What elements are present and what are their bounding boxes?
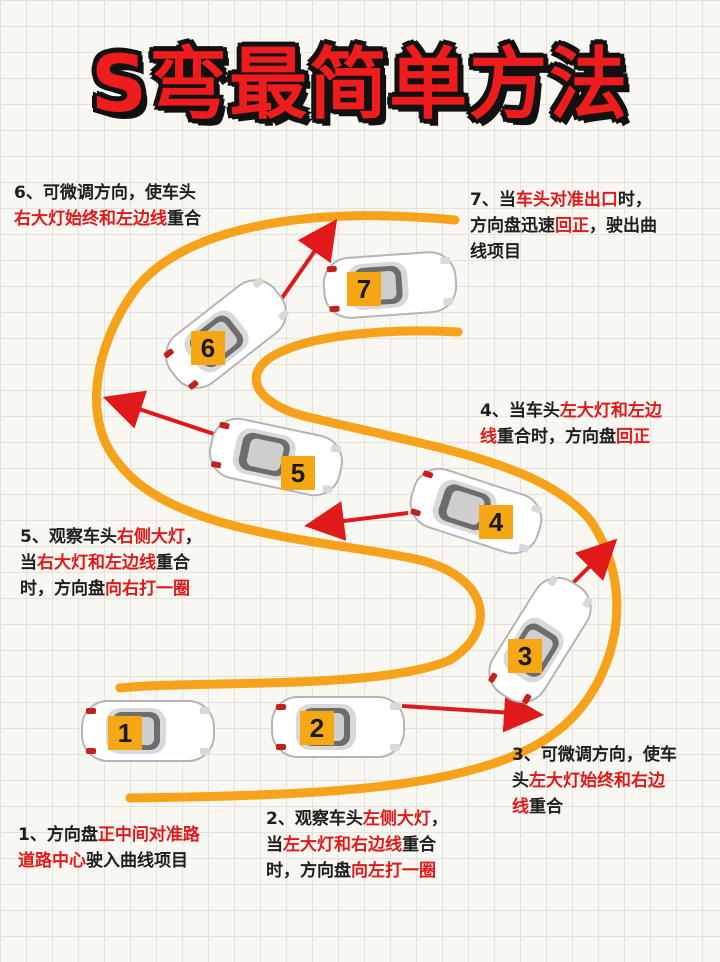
step-4-note: 4、当车头左大灯和左边 线重合时，方向盘回正 [480,401,662,447]
step-1-note: 1、方向盘正中间对准路 道路中心驶入曲线项目 [18,825,200,871]
step-7-note: 7、当车头对准出口时， 方向盘迅速回正，驶出曲 线项目 [470,190,657,262]
car-5 [204,412,348,502]
car-1-label: 1 [108,716,142,750]
step-3-note: 3、可微调方向，使车 头左大灯始终和右边 线重合 [512,745,677,817]
arrow-6-to-7 [280,218,338,300]
car-3-label: 3 [508,639,542,673]
page-title: S弯最简单方法 [90,40,630,130]
arrow-4-to-5 [304,501,409,541]
car-6-label: 6 [191,331,225,365]
car-2-label: 2 [300,711,334,745]
car-1 [81,700,215,762]
arrow-2-to-3 [401,692,544,733]
arrow-3-to-4 [570,538,618,586]
car-7 [321,249,459,321]
step-6-note: 6、可微调方向，使车头 右大灯始终和左边线重合 [14,183,201,229]
car-2 [271,696,405,758]
step-5-note: 5、观察车头右侧大灯， 当右大灯和左边线重合 时，方向盘向右打一圈 [20,527,202,599]
car-6 [154,268,298,400]
car-5-label: 5 [281,456,315,490]
car-4-label: 4 [479,505,513,539]
outer-road-line [91,211,485,693]
arrow-5-to-6 [102,390,215,436]
step-2-note: 2、观察车头左侧大灯， 当左大灯和右边线重合 时，方向盘向左打一圈 [266,809,448,881]
inner-road-line [125,326,622,803]
car-7-label: 7 [347,272,381,306]
